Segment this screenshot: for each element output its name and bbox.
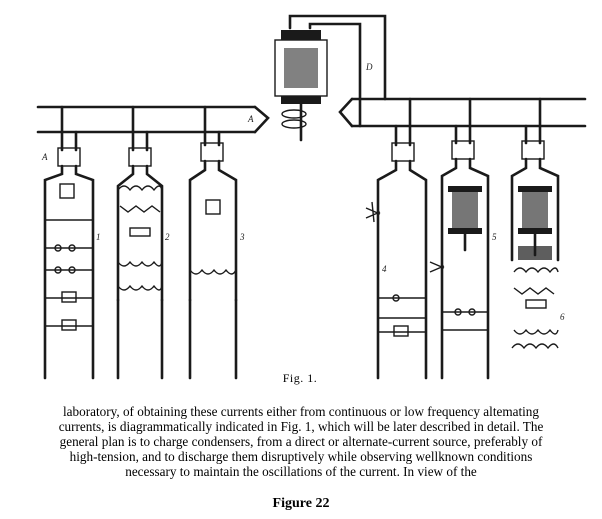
label-a: A <box>247 114 254 124</box>
circuit-branch-4: 4 <box>365 97 428 380</box>
circuit-branch-2: 2 <box>116 105 170 380</box>
circuit-diagram: D A A 1 <box>36 14 587 380</box>
circuit-branch-1: A 1 <box>41 105 101 380</box>
figure-title: Figure 22 <box>272 496 330 511</box>
central-apparatus: D A <box>247 14 387 142</box>
circuit-label-3: 3 <box>239 232 245 242</box>
body-line-3: general plan is to charge condensers, fr… <box>59 434 543 449</box>
label-d: D <box>365 62 373 72</box>
body-paragraph: laboratory, of obtaining these currents … <box>30 404 572 479</box>
circuit-label-1: 1 <box>96 232 101 242</box>
body-line-4: high-tension, and to discharge them disr… <box>69 449 533 464</box>
circuit-branch-6: 6 <box>510 97 565 350</box>
circuit-branch-5: 5 <box>429 97 497 380</box>
supply-bus-left <box>36 105 270 134</box>
circuit-branch-3: 3 <box>188 105 245 380</box>
svg-text:A: A <box>41 152 48 162</box>
circuit-label-6: 6 <box>560 312 565 322</box>
figure-caption: Fig. 1. <box>282 371 318 385</box>
circuit-label-4: 4 <box>382 264 387 274</box>
circuit-label-2: 2 <box>165 232 170 242</box>
body-line-2: currents, is diagrammatically indicated … <box>58 419 544 434</box>
supply-bus-right <box>338 97 587 128</box>
body-line-5: necessary to maintain the oscillations o… <box>125 464 477 479</box>
body-line-1: laboratory, of obtaining these currents … <box>63 404 539 419</box>
circuit-diagram-figure: D A A 1 <box>36 14 587 385</box>
circuit-label-5: 5 <box>492 232 497 242</box>
